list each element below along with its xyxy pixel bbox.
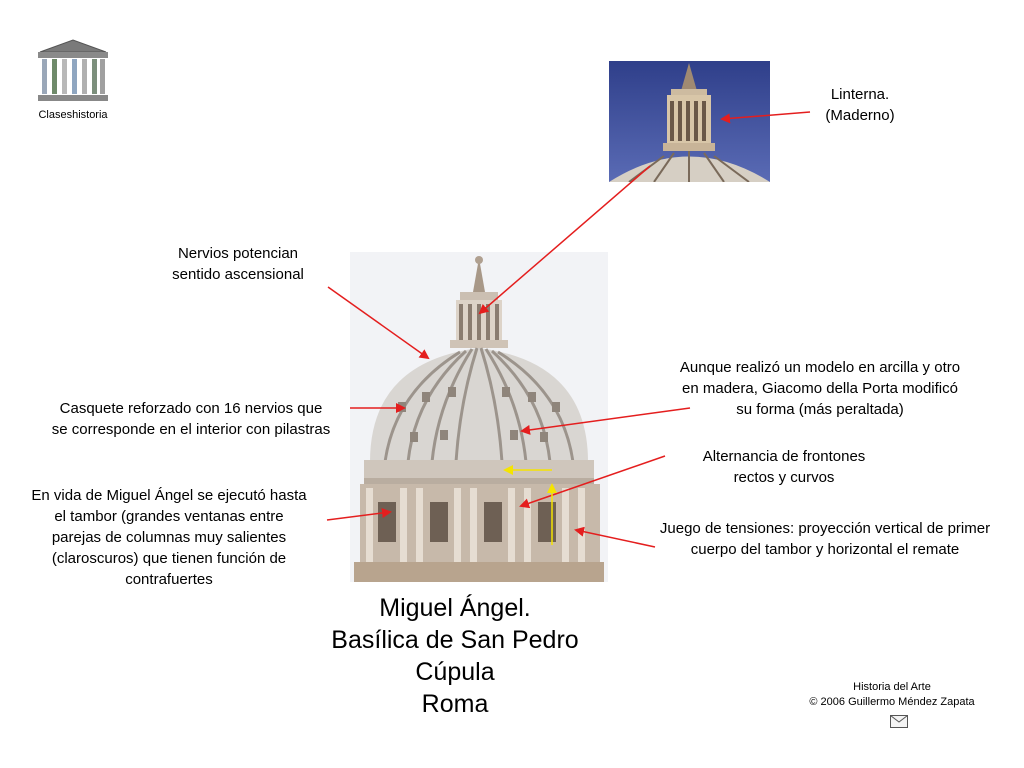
arrow-nervios: [327, 286, 430, 360]
note-tambor: En vida de Miguel Ángel se ejecutó hasta…: [31, 487, 307, 588]
arrow-photo-to-dome: [478, 165, 651, 315]
arrow-modelo: [520, 407, 691, 435]
note-frontones: Alternancia de frontones rectos y curvos: [702, 448, 866, 486]
lantern-photo: [609, 61, 770, 182]
logo[interactable]: Claseshistoria: [28, 38, 118, 128]
arrow-tensiones: [574, 526, 656, 548]
envelope-icon[interactable]: [890, 715, 908, 728]
logo-label: Claseshistoria: [38, 109, 108, 121]
note-casquete: Casquete reforzado con 16 nervios que se…: [51, 400, 331, 438]
note-tensiones: Juego de tensiones: proyección vertical …: [659, 520, 991, 558]
greek-temple-icon: [38, 39, 108, 101]
arrow-linterna: [720, 111, 811, 124]
footer-credits: Historia del Arte © 2006 Guillermo Ménde…: [809, 681, 975, 708]
arrow-tambor: [326, 508, 392, 521]
page-title: Miguel Ángel. Basílica de San Pedro Cúpu…: [331, 594, 579, 718]
note-nervios: Nervios potencian sentido ascensional: [172, 245, 304, 283]
dome-photo: [350, 252, 608, 582]
arrow-frontones: [519, 455, 666, 509]
note-linterna: Linterna. (Maderno): [825, 86, 895, 124]
note-modelo: Aunque realizó un modelo en arcilla y ot…: [679, 359, 961, 418]
